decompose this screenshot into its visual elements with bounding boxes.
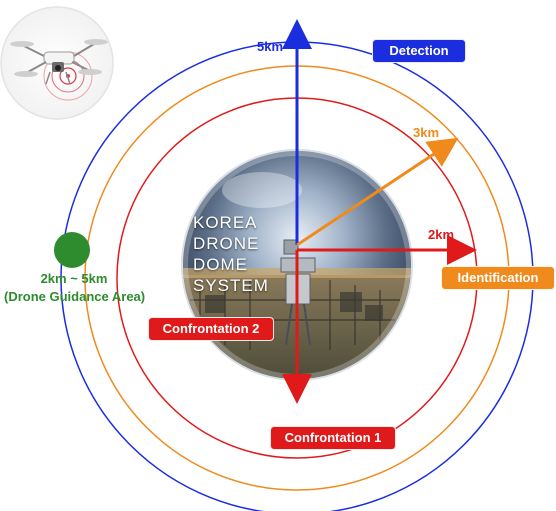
green-circle-marker xyxy=(54,232,90,268)
guidance-area-name: (Drone Guidance Area) xyxy=(4,289,146,304)
detection-label: Detection xyxy=(372,39,466,63)
dome-title-line-4: SYSTEM xyxy=(193,276,269,295)
identification-label: Identification xyxy=(441,266,555,290)
quadcopter-drone-icon xyxy=(0,6,114,120)
distance-3km: 3km xyxy=(413,125,440,140)
guidance-area-range: 2km ~ 5km xyxy=(40,271,108,286)
dome-title: KOREA DRONE DOME SYSTEM xyxy=(193,212,269,296)
dome-title-line-2: DRONE xyxy=(193,234,260,253)
distance-5km: 5km xyxy=(257,39,284,54)
dome-title-line-3: DOME xyxy=(193,255,248,274)
arrow-3km xyxy=(296,137,459,247)
confrontation-2-label: Confrontation 2 xyxy=(148,317,274,341)
distance-2km: 2km xyxy=(428,227,455,242)
guidance-area-label: 2km ~ 5km (Drone Guidance Area) xyxy=(4,270,146,306)
dome-title-line-1: KOREA xyxy=(193,213,258,232)
confrontation-1-label: Confrontation 1 xyxy=(270,426,396,450)
